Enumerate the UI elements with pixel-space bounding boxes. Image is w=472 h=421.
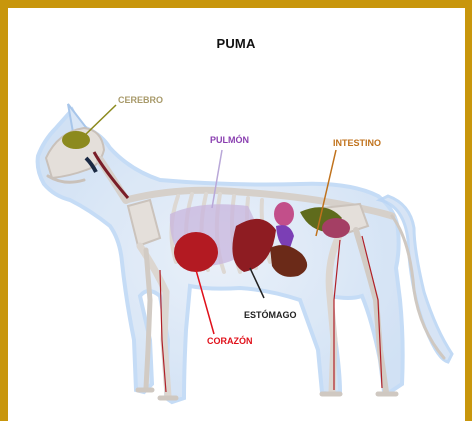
cerebro-leader	[84, 105, 116, 136]
kidney-organ	[322, 218, 350, 238]
label-intestino: INTESTINO	[333, 138, 381, 148]
label-estomago: ESTÓMAGO	[244, 310, 297, 320]
diagram-title: PUMA	[0, 36, 472, 51]
label-cerebro: CEREBRO	[118, 95, 163, 105]
label-pulmon: PULMÓN	[210, 135, 249, 145]
stomach-organ	[274, 202, 294, 226]
label-corazon: CORAZÓN	[207, 336, 253, 346]
heart-organ	[174, 232, 218, 272]
